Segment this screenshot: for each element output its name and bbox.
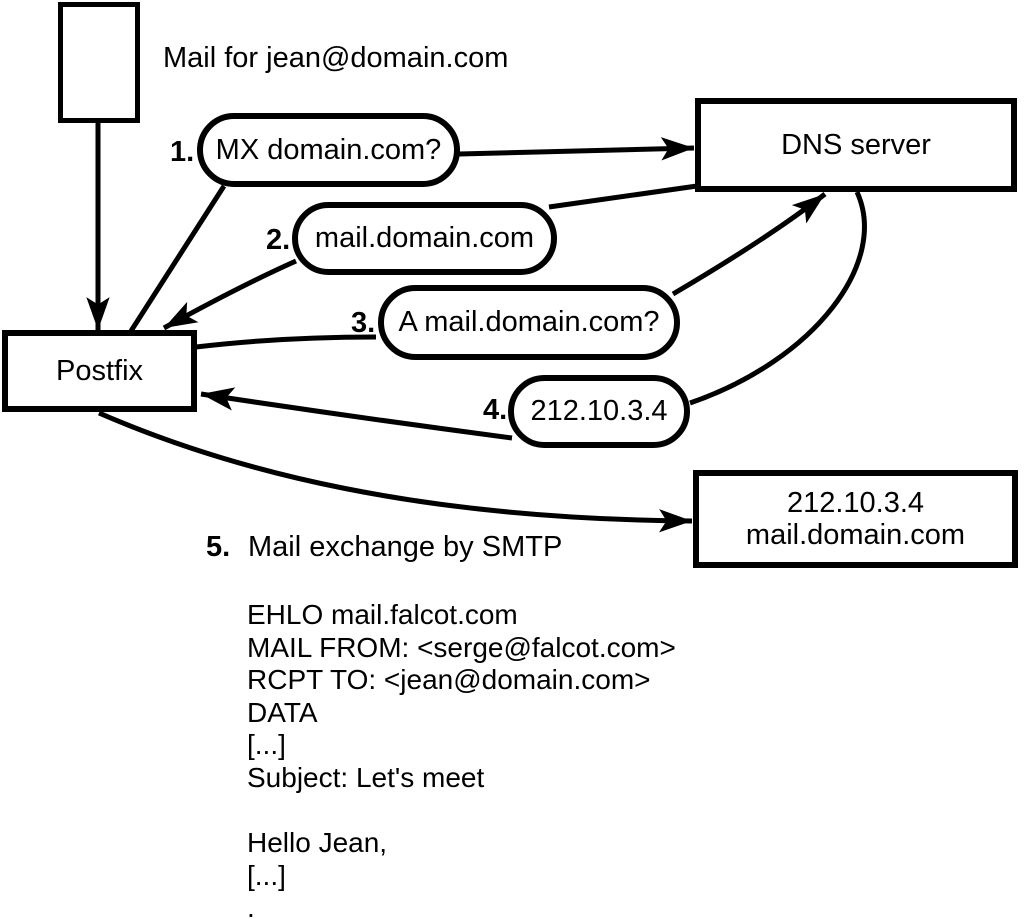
pill-a-answer: 212.10.3.4	[508, 375, 690, 448]
smtp-line	[247, 795, 676, 828]
step-4-number: 4.	[483, 394, 508, 426]
mail-server-ip: 212.10.3.4	[786, 486, 925, 519]
pill-a-query: A mail.domain.com?	[378, 285, 680, 360]
arrow-mx-query-to-dns	[458, 137, 695, 161]
pill-mx-query-label: MX domain.com?	[215, 133, 442, 166]
step-2-number: 2.	[266, 224, 291, 256]
smtp-line: [...]	[247, 729, 286, 761]
mail-message-icon	[58, 2, 140, 123]
diagram-title: Mail for jean@domain.com	[163, 42, 509, 74]
arrow-mx-answer-to-postfix	[162, 258, 298, 331]
smtp-session-text: EHLO mail.falcot.com MAIL FROM: <serge@f…	[247, 599, 676, 919]
step-5-label: Mail exchange by SMTP	[248, 531, 563, 563]
smtp-line: MAIL FROM: <serge@falcot.com>	[247, 631, 676, 663]
step-1-number: 1.	[170, 136, 195, 168]
arrow-postfix-to-mailserver-smtp	[98, 410, 693, 533]
smtp-line: RCPT TO: <jean@domain.com>	[247, 664, 651, 696]
line-postfix-to-mx-query	[128, 184, 227, 333]
smtp-line: Subject: Let's meet	[247, 761, 485, 793]
postfix-node: Postfix	[2, 330, 197, 412]
smtp-line: DATA	[247, 696, 318, 728]
pill-mx-answer: mail.domain.com	[292, 202, 557, 275]
line-dns-to-mx-answer	[548, 183, 698, 210]
dns-server-label: DNS server	[781, 128, 931, 161]
mail-server-hostname: mail.domain.com	[745, 519, 966, 551]
smtp-line: EHLO mail.falcot.com	[247, 599, 518, 630]
arrow-a-query-to-dns	[671, 192, 827, 297]
pill-a-query-label: A mail.domain.com?	[398, 306, 660, 338]
pill-mx-query: MX domain.com?	[197, 113, 460, 187]
mail-server-node: 212.10.3.4 mail.domain.com	[693, 470, 1018, 568]
postfix-label: Postfix	[55, 354, 144, 387]
smtp-line: Hello Jean,	[247, 827, 388, 859]
line-dns-to-a-answer	[689, 190, 867, 406]
pill-a-answer-label: 212.10.3.4	[530, 395, 668, 427]
line-postfix-to-a-query	[195, 334, 377, 350]
step-5-number: 5.	[206, 531, 231, 563]
smtp-line: [...]	[247, 859, 286, 891]
dns-server-node: DNS server	[695, 98, 1017, 192]
pill-mx-answer-label: mail.domain.com	[314, 222, 535, 254]
step-3-number: 3.	[351, 307, 376, 339]
arrow-a-answer-to-postfix	[200, 387, 513, 441]
smtp-line: .	[247, 892, 255, 919]
